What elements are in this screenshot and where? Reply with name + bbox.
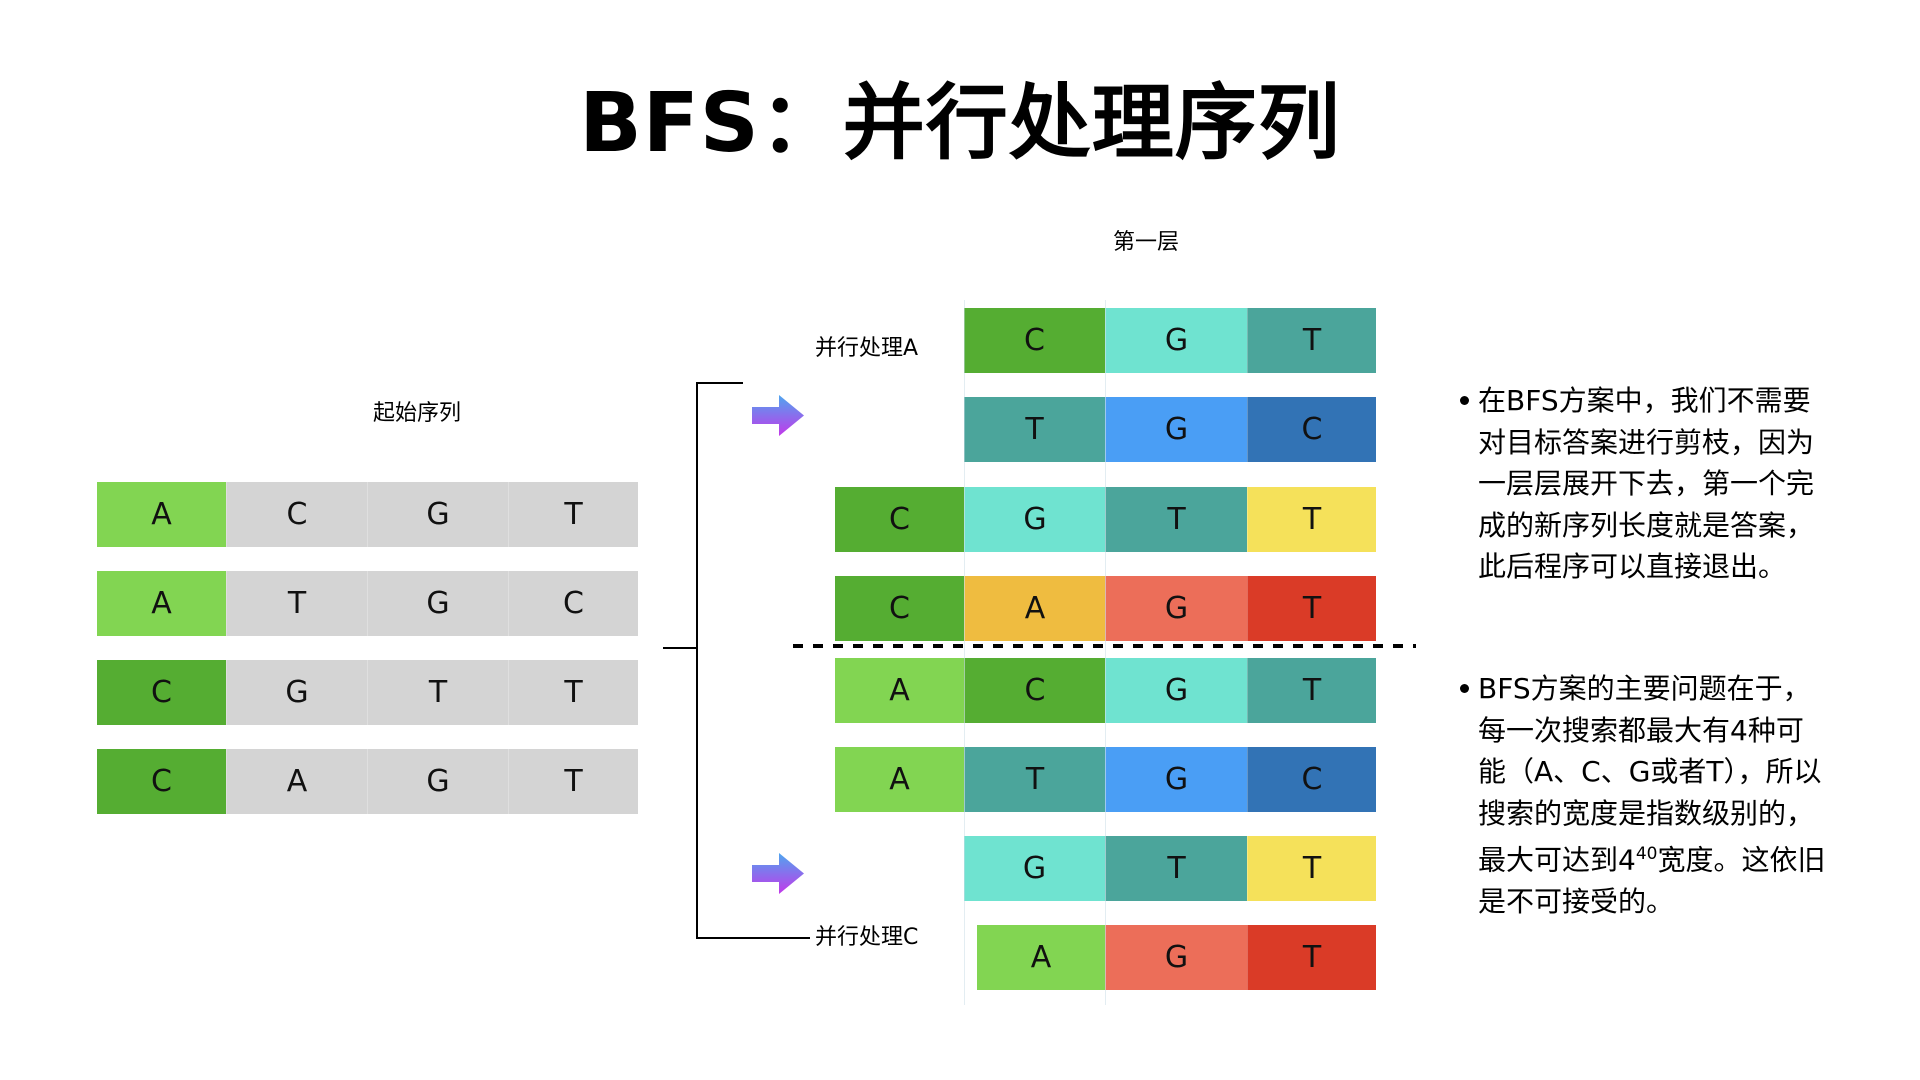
bullet-text-after: 宽度。这依旧是不可接受的。: [1478, 843, 1826, 918]
guide-line: [964, 300, 965, 1005]
page-title: BFS：并行处理序列: [579, 76, 1341, 171]
base-cell-t: T: [508, 660, 638, 725]
base-cell-t: T: [1105, 487, 1247, 552]
bullet-text: BFS方案的主要问题在于，每一次搜索都最大有4种可能（A、C、G或者T），所以搜…: [1478, 672, 1822, 877]
base-cell-g: G: [367, 482, 508, 547]
base-cell-c: C: [964, 658, 1105, 723]
base-cell-c: C: [835, 487, 964, 552]
base-cell-t: T: [1247, 308, 1376, 373]
base-cell-a: A: [97, 571, 226, 636]
base-cell-t: T: [508, 749, 638, 814]
arrow-right-icon: [752, 395, 804, 436]
base-cell-t: T: [1247, 487, 1376, 552]
base-cell-g: G: [1105, 576, 1247, 641]
base-cell-t: T: [1247, 576, 1376, 641]
bullet-list-1: 在BFS方案中，我们不需要对目标答案进行剪枝，因为一层层展开下去，第一个完成的新…: [1460, 380, 1830, 588]
base-cell-g: G: [964, 487, 1105, 552]
bracket-top: [696, 382, 743, 384]
base-cell-g: G: [1105, 747, 1247, 812]
base-cell-t: T: [508, 482, 638, 547]
base-cell-c: C: [97, 749, 226, 814]
guide-line: [1105, 300, 1106, 1005]
base-cell-c: C: [97, 660, 226, 725]
base-cell-g: G: [1105, 397, 1247, 462]
base-cell-t: T: [1247, 925, 1376, 990]
parallel-c-label: 并行处理C: [815, 925, 919, 950]
bullet-dot-icon: [1460, 684, 1469, 693]
start-sequence-label: 起始序列: [373, 401, 462, 426]
arrow-right-icon: [752, 853, 804, 894]
base-cell-a: A: [226, 749, 367, 814]
parallel-a-label: 并行处理A: [815, 336, 919, 361]
base-cell-t: T: [367, 660, 508, 725]
base-cell-t: T: [1105, 836, 1247, 901]
base-cell-g: G: [1105, 308, 1247, 373]
base-cell-t: T: [226, 571, 367, 636]
bracket-bottom: [696, 937, 810, 939]
base-cell-a: A: [964, 576, 1105, 641]
base-cell-g: G: [1105, 925, 1247, 990]
base-cell-c: C: [964, 308, 1105, 373]
dashed-separator: [793, 644, 1416, 648]
bullet-dot-icon: [1460, 396, 1469, 405]
base-cell-t: T: [1247, 836, 1376, 901]
base-cell-a: A: [835, 658, 964, 723]
base-cell-c: C: [1247, 747, 1376, 812]
base-cell-g: G: [1105, 658, 1247, 723]
base-cell-t: T: [964, 397, 1105, 462]
base-cell-c: C: [1247, 397, 1376, 462]
base-cell-g: G: [964, 836, 1105, 901]
bullet-text: 在BFS方案中，我们不需要对目标答案进行剪枝，因为一层层展开下去，第一个完成的新…: [1478, 384, 1815, 583]
base-cell-a: A: [835, 747, 964, 812]
base-cell-a: A: [977, 925, 1105, 990]
connector-stub: [663, 647, 698, 649]
base-cell-g: G: [367, 749, 508, 814]
bullet-item: BFS方案的主要问题在于，每一次搜索都最大有4种可能（A、C、G或者T），所以搜…: [1460, 668, 1830, 922]
base-cell-t: T: [964, 747, 1105, 812]
base-cell-c: C: [835, 576, 964, 641]
layer-label: 第一层: [1113, 230, 1180, 255]
bracket-vertical: [696, 382, 698, 939]
bullet-item: 在BFS方案中，我们不需要对目标答案进行剪枝，因为一层层展开下去，第一个完成的新…: [1460, 380, 1830, 588]
base-cell-c: C: [226, 482, 367, 547]
bullet-list-2: BFS方案的主要问题在于，每一次搜索都最大有4种可能（A、C、G或者T），所以搜…: [1460, 668, 1830, 922]
power-exponent: 40: [1635, 844, 1658, 864]
base-cell-t: T: [1247, 658, 1376, 723]
base-cell-c: C: [508, 571, 638, 636]
base-cell-g: G: [226, 660, 367, 725]
power-base: 4: [1618, 843, 1636, 877]
base-cell-g: G: [367, 571, 508, 636]
base-cell-a: A: [97, 482, 226, 547]
